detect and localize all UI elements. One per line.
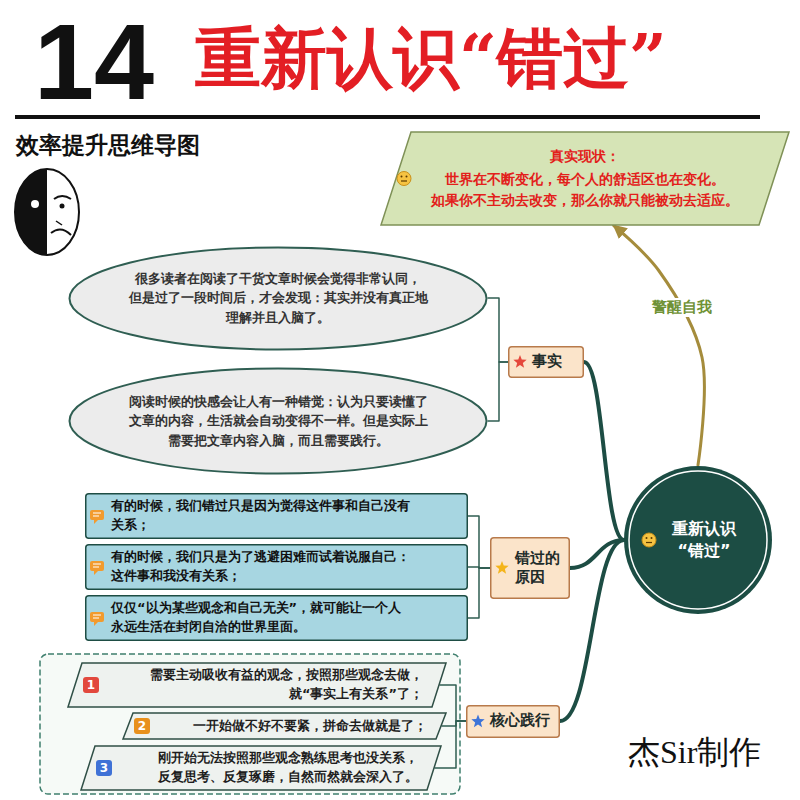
- note-icon-tail: [94, 622, 98, 626]
- branch-connector: [584, 362, 624, 540]
- practice-item: 需要主动吸收有益的观念，按照那些观念去做， 就“事实上有关系”了；: [67, 662, 447, 708]
- box-shape: [509, 347, 584, 378]
- note-icon-body: [90, 561, 104, 571]
- note-icon: [90, 561, 104, 575]
- box-shape: [86, 494, 468, 539]
- branch-tag: 错过的 原因: [490, 537, 570, 599]
- node-text: 刚开始无法按照那些观念熟练思考也没关系， 反复思考、反复琢磨，自然而然就会深入了…: [156, 749, 418, 787]
- smiley-face: [397, 171, 411, 185]
- smiley-icon: [397, 171, 411, 185]
- page-title: 重新认识“错过”: [195, 22, 667, 95]
- smiley-icon: [642, 533, 656, 547]
- fact-ellipse: 阅读时候的快感会让人有一种错觉：认为只要读懂了 文章的内容，生活就会自动变得不一…: [68, 367, 488, 475]
- edge-label: 警醒自我: [649, 298, 715, 318]
- branch-connector: [488, 362, 508, 421]
- box-shape: [491, 538, 570, 599]
- branch-connector: [468, 516, 490, 568]
- face-eye: [31, 200, 39, 208]
- author-signature: 杰Sir制作: [628, 733, 761, 771]
- parallelogram-shape: [81, 746, 441, 790]
- branch-connector: [468, 568, 490, 618]
- meme-face-icon: [15, 169, 79, 255]
- note-icon-tail: [94, 520, 98, 524]
- node-text: 有的时候，我们错过只是因为觉得这件事和自己没有 关系；: [111, 497, 412, 535]
- node-text: 需要主动吸收有益的观念，按照那些观念去做， 就“事实上有关系”了；: [148, 666, 423, 704]
- callout-number: 3: [96, 760, 112, 776]
- star-icon: [471, 714, 484, 727]
- dashed-group-frame: [40, 654, 460, 794]
- note-icon-tail: [94, 571, 98, 575]
- node-text: 错过的 原因: [515, 549, 562, 588]
- smiley-eye: [406, 175, 408, 177]
- face-mouth: [51, 229, 71, 235]
- ellipse-shape: [70, 247, 487, 349]
- smiley-eye: [651, 537, 653, 539]
- fact-ellipse: 很多读者在阅读了干货文章时候会觉得非常认同， 但是过了一段时间后，才会发现：其实…: [68, 246, 488, 351]
- node-text: 重新认识 “错过”: [671, 518, 737, 561]
- branch-tag: 事实: [508, 346, 584, 378]
- face-line: [56, 221, 62, 225]
- smiley-eye: [646, 537, 648, 539]
- node-outline: [623, 465, 773, 615]
- arrow-connector: [614, 226, 705, 466]
- page-number: 14: [34, 8, 154, 116]
- node-text: 事实: [532, 352, 564, 372]
- reason-box: 有的时候，我们错过只是因为觉得这件事和自己没有 关系；: [85, 493, 468, 539]
- star-icon: [513, 355, 526, 368]
- note-icon-lines: [93, 615, 101, 618]
- smiley-eye: [401, 175, 403, 177]
- note-icon-lines: [93, 513, 101, 516]
- smiley-mouth: [401, 180, 407, 181]
- box-shape: [86, 545, 468, 590]
- node-text: 一开始做不好不要紧，拼命去做就是了；: [191, 717, 427, 736]
- callout-number: 1: [83, 677, 99, 693]
- parallelogram-shape: [123, 713, 446, 739]
- practice-item: 刚开始无法按照那些观念熟练思考也没关系， 反复思考、反复琢磨，自然而然就会深入了…: [80, 745, 442, 791]
- branch-connector: [488, 298, 508, 362]
- node-body-text: 世界在不断变化，每个人的舒适区也在变化。 如果你不主动去改变，那么你就只能被动去…: [430, 169, 740, 210]
- note-icon-body: [90, 510, 104, 520]
- circle-ring: [629, 471, 767, 609]
- note-icon: [90, 510, 104, 524]
- face-outline: [15, 169, 79, 255]
- callout-number: 2: [134, 718, 150, 734]
- note-icon-body: [90, 612, 104, 622]
- note-icon: [90, 612, 104, 626]
- parallelogram-shape: [68, 663, 446, 707]
- node-text: 很多读者在阅读了干货文章时候会觉得非常认同， 但是过了一段时间后，才会发现：其实…: [128, 269, 429, 328]
- smiley-face: [642, 533, 656, 547]
- parallelogram-shape: [381, 132, 789, 225]
- reality-banner: 真实现状： 世界在不断变化，每个人的舒适区也在变化。 如果你不主动去改变，那么你就…: [380, 131, 790, 226]
- face-shadow: [15, 169, 47, 255]
- central-topic-circle: 重新认识 “错过”: [623, 465, 773, 615]
- node-text: 仅仅“以为某些观念和自己无关”，就可能让一个人 永远生活在封闭自洽的世界里面。: [111, 599, 404, 637]
- reason-box: 有的时候，我们只是为了逃避困难而试着说服自己： 这件事和我没有关系；: [85, 544, 468, 590]
- face-eye: [60, 204, 65, 209]
- practice-item: 一开始做不好不要紧，拼命去做就是了；: [122, 712, 447, 740]
- face-brow: [54, 196, 71, 199]
- smiley-mouth: [646, 542, 652, 543]
- box-shape: [86, 596, 468, 641]
- series-subtitle: 效率提升思维导图: [16, 132, 200, 160]
- star-icon: [495, 561, 508, 574]
- node-text: 阅读时候的快感会让人有一种错觉：认为只要读懂了 文章的内容，生活就会自动变得不一…: [128, 392, 429, 451]
- ellipse-shape: [70, 369, 487, 474]
- node-text: 真实现状：: [549, 146, 621, 166]
- reason-box: 仅仅“以为某些观念和自己无关”，就可能让一个人 永远生活在封闭自洽的世界里面。: [85, 595, 468, 641]
- node-text: 有的时候，我们只是为了逃避困难而试着说服自己： 这件事和我没有关系；: [111, 548, 412, 586]
- box-shape: [467, 705, 560, 737]
- branch-tag: 核心践行: [466, 705, 560, 738]
- node-text: 核心践行: [490, 711, 552, 731]
- note-icon-lines: [93, 564, 101, 567]
- circle-fill: [624, 466, 772, 614]
